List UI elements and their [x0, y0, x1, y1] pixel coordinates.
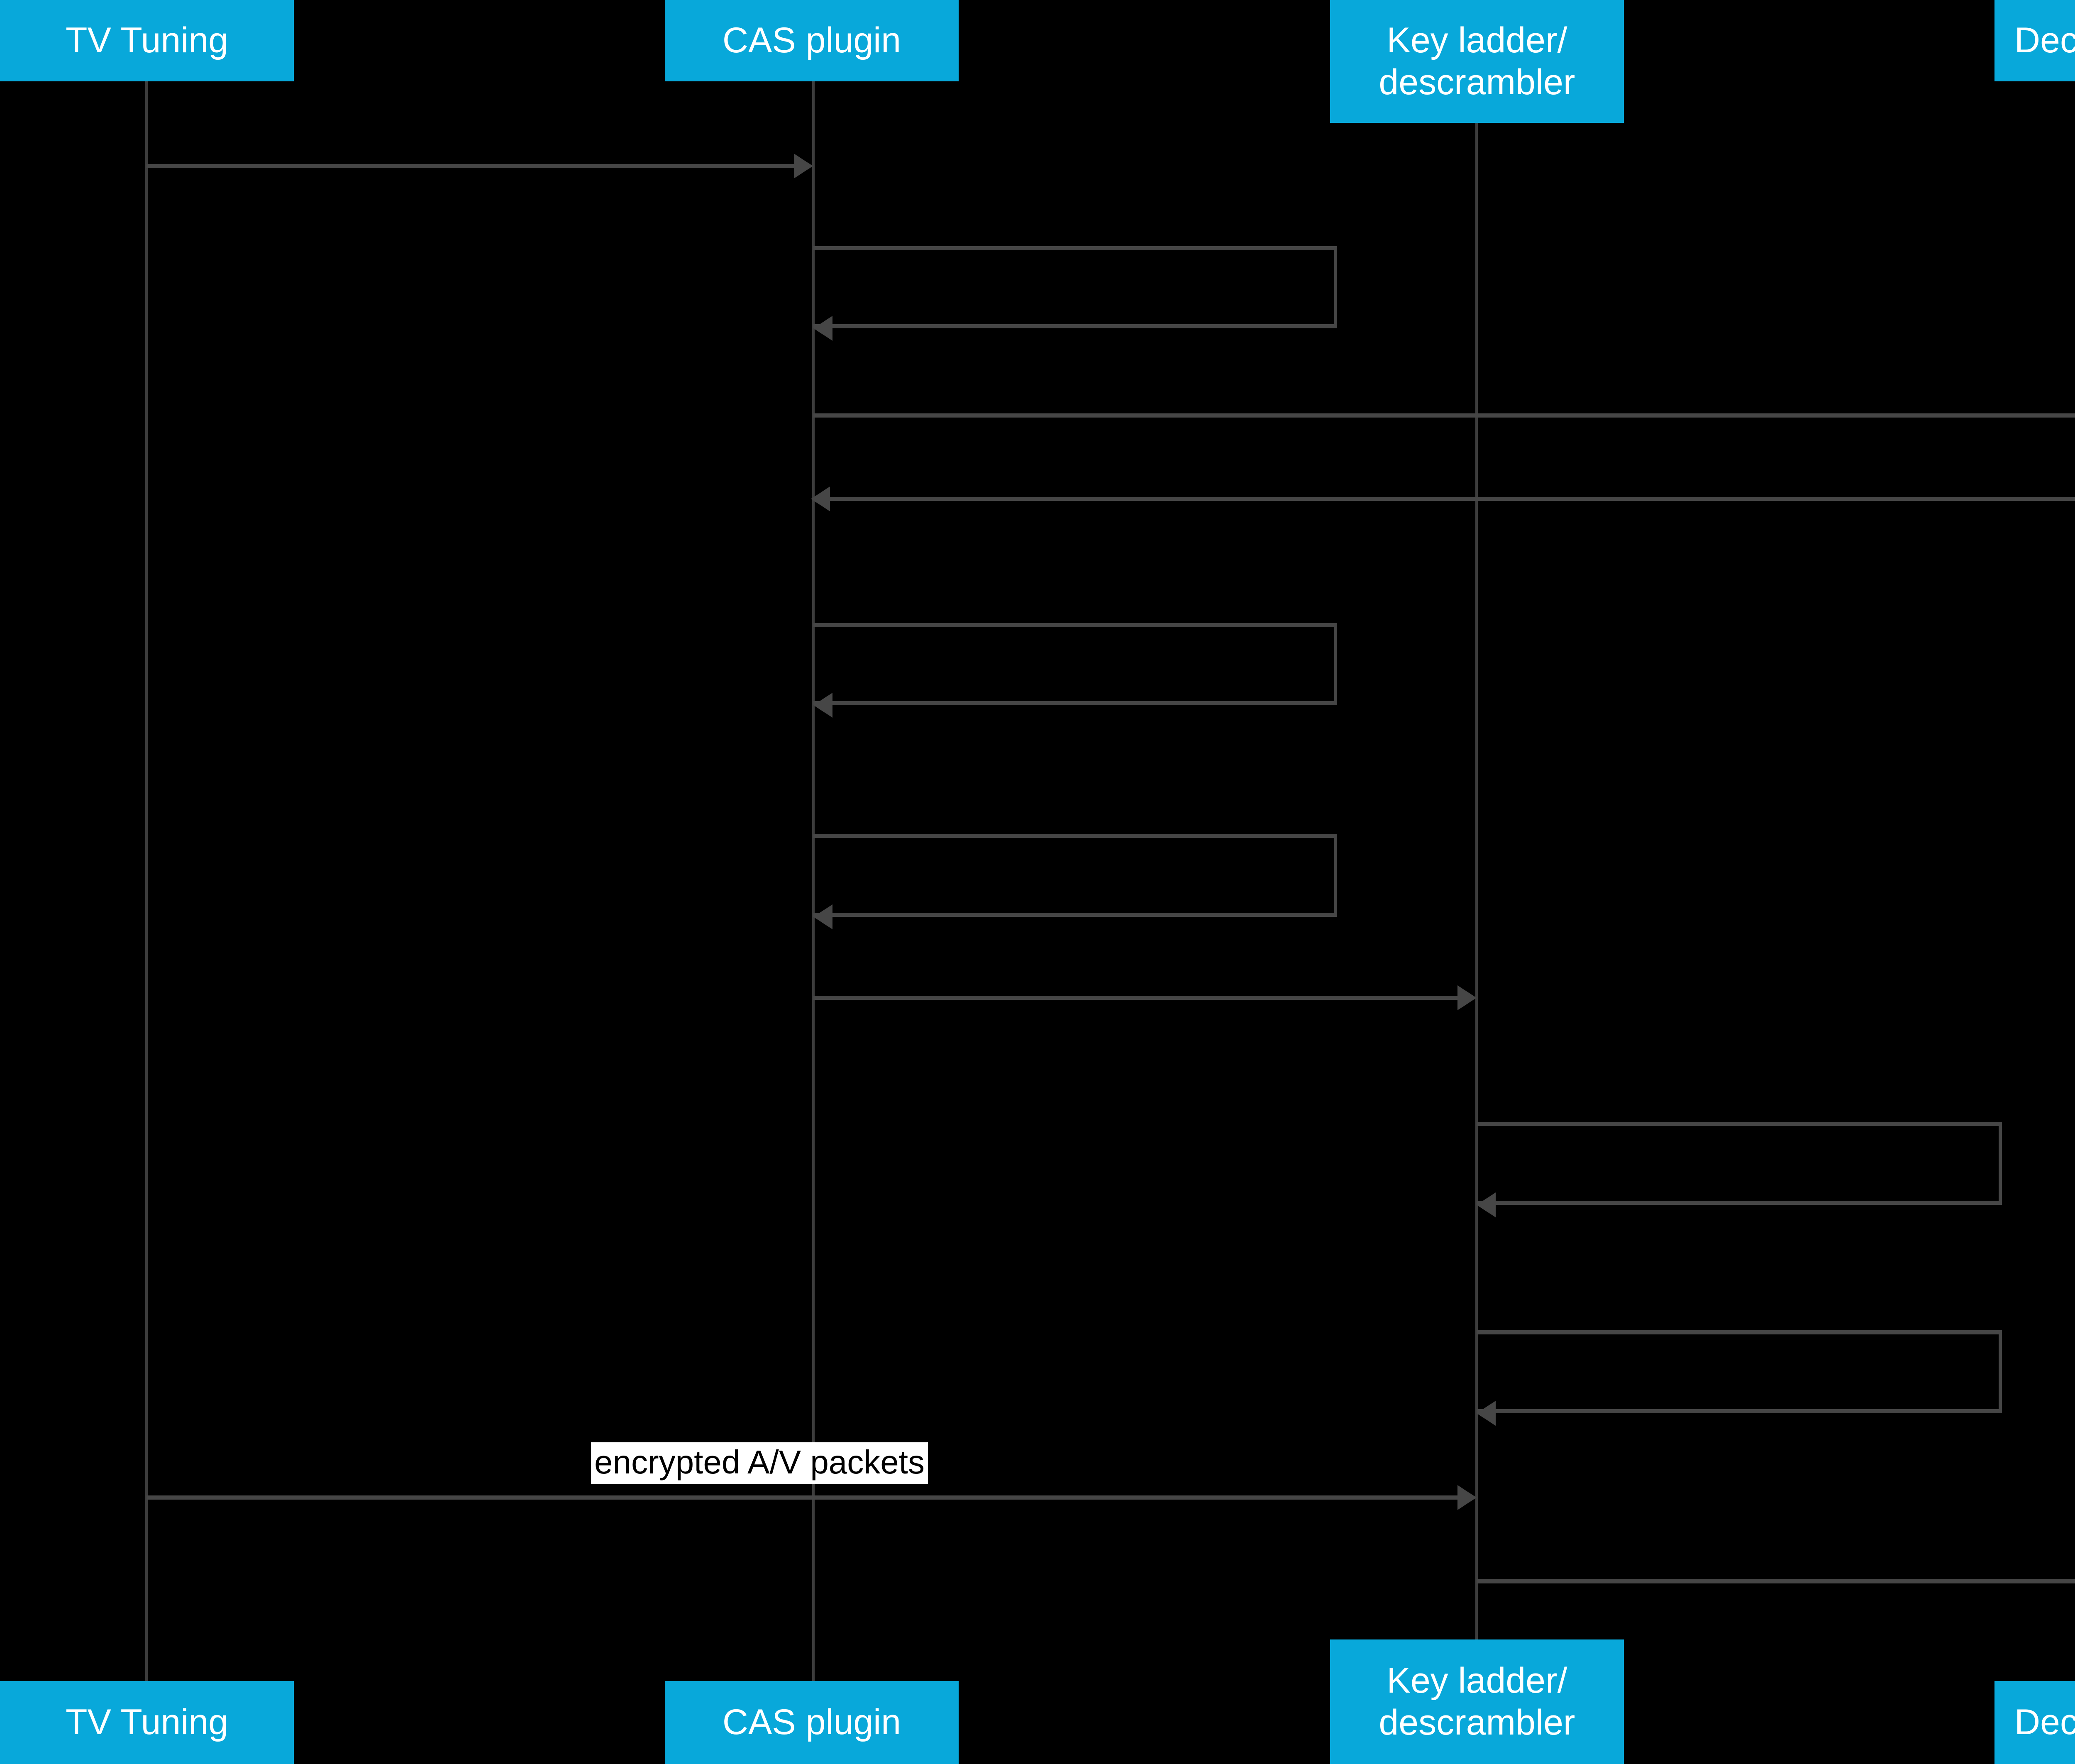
participant-header-cas-plugin[interactable]: CAS plugin: [665, 0, 959, 81]
message-line-m10[interactable]: [146, 1495, 1458, 1500]
participant-header-tv-tuning[interactable]: TV Tuning: [0, 0, 294, 81]
message-arrowhead-m10: [1457, 1485, 1477, 1510]
participant-footer-decode[interactable]: Decode, display: [1994, 1681, 2075, 1764]
message-line-m1[interactable]: [146, 164, 794, 168]
message-line-m3[interactable]: [813, 413, 2075, 418]
message-arrowhead-m5: [813, 693, 832, 718]
message-arrowhead-m9: [1477, 1401, 1496, 1426]
message-selfloop-m9[interactable]: [1477, 1330, 2002, 1413]
message-selfloop-m6[interactable]: [813, 834, 1337, 917]
lifeline-tv-tuning: [145, 81, 148, 1682]
message-selfloop-m2[interactable]: [813, 246, 1337, 328]
message-label-encrypted-av-packets: encrypted A/V packets: [591, 1442, 928, 1484]
lifeline-key-ladder: [1475, 122, 1478, 1641]
participant-header-key-ladder[interactable]: Key ladder/ descrambler: [1330, 0, 1624, 123]
participant-footer-cas-plugin[interactable]: CAS plugin: [665, 1681, 959, 1764]
message-arrowhead-m7: [1457, 985, 1477, 1010]
message-selfloop-m8[interactable]: [1477, 1122, 2002, 1205]
message-line-m7[interactable]: [813, 996, 1459, 1000]
participant-header-decode[interactable]: Decode, display: [1994, 0, 2075, 81]
message-arrowhead-m6: [813, 904, 832, 929]
message-line-m4[interactable]: [829, 497, 2075, 501]
message-selfloop-m5[interactable]: [813, 623, 1337, 705]
message-arrowhead-m2: [813, 316, 832, 341]
participant-footer-tv-tuning[interactable]: TV Tuning: [0, 1681, 294, 1764]
lifeline-cas-plugin: [812, 81, 815, 1682]
message-arrowhead-m4: [811, 486, 830, 511]
participant-footer-key-ladder[interactable]: Key ladder/ descrambler: [1330, 1639, 1624, 1764]
message-arrowhead-m1: [794, 154, 813, 178]
message-arrowhead-m8: [1477, 1192, 1496, 1217]
message-line-m11[interactable]: [1477, 1579, 2075, 1583]
